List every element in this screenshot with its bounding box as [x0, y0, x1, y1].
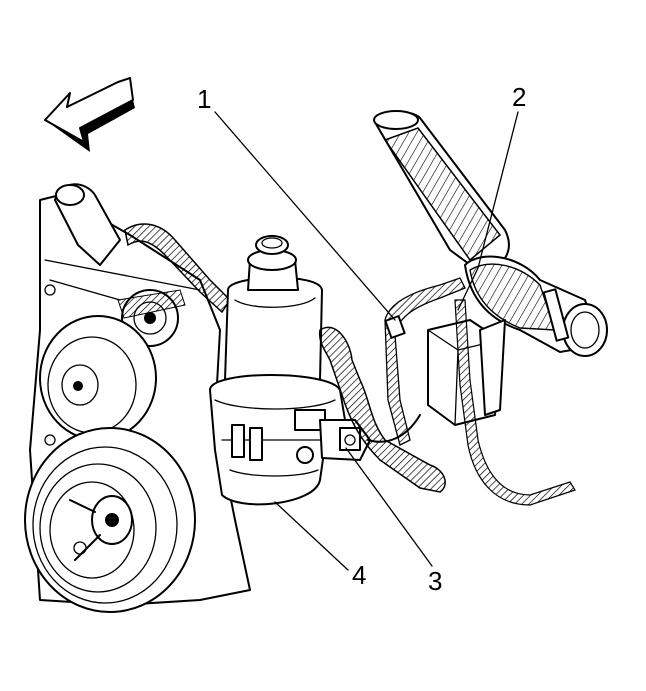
air-intake-duct [373, 110, 510, 273]
callout-2: 2 [512, 82, 526, 112]
wiring-harness-conduit [318, 326, 446, 493]
callout-1: 1 [197, 84, 211, 114]
module-wire [454, 299, 576, 506]
front-direction-arrow-icon [44, 77, 135, 152]
water-pump-pulley [39, 315, 157, 441]
callout-3: 3 [428, 566, 442, 596]
power-steering-reservoir [224, 235, 323, 393]
crankshaft-balancer [24, 427, 196, 613]
intake-hose-right [464, 255, 608, 357]
leader-lines [214, 111, 519, 571]
callout-4: 4 [352, 560, 366, 590]
heater-hose [124, 223, 231, 314]
harness-clip [384, 315, 406, 339]
coolant-outlet [54, 183, 121, 266]
